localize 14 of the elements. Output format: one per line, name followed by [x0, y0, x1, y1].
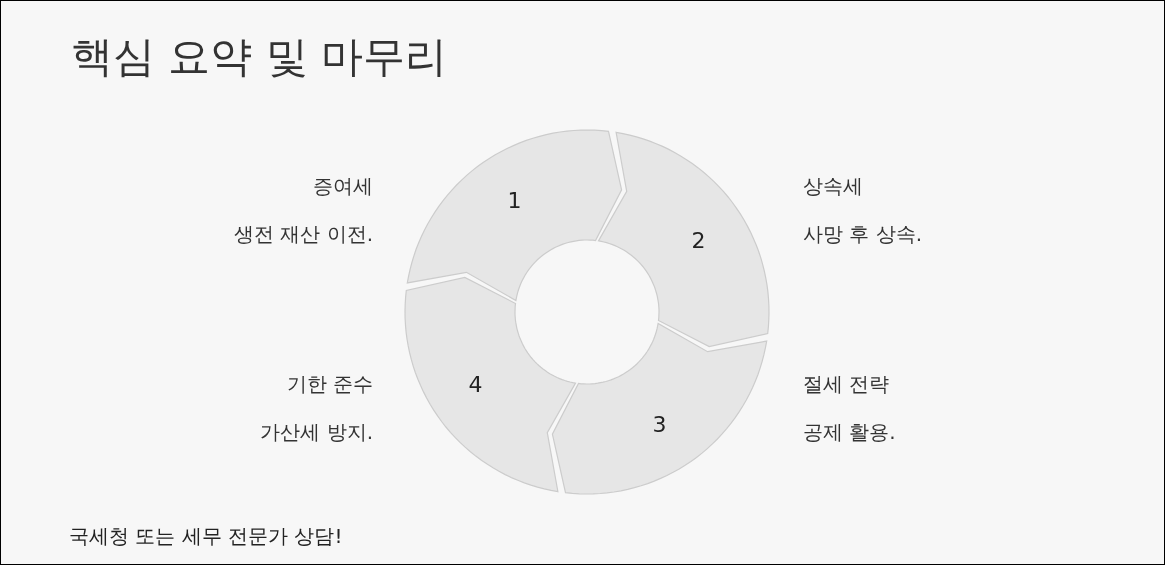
- step-title: 절세 전략: [803, 371, 890, 398]
- step-title: 기한 준수: [286, 371, 373, 398]
- step-description: 사망 후 상속.: [803, 221, 923, 248]
- title: 핵심 요약 및 마무리: [71, 31, 448, 83]
- step-title: 증여세: [313, 173, 373, 200]
- step-description: 생전 재산 이전.: [233, 221, 373, 248]
- step-number: 2: [691, 227, 706, 253]
- step-number: 4: [468, 371, 483, 397]
- step-description: 가산세 방지.: [260, 419, 373, 446]
- step-title: 상속세: [803, 173, 863, 200]
- step-number: 3: [652, 411, 667, 437]
- step-description: 공제 활용.: [803, 419, 896, 446]
- step-number: 1: [507, 187, 522, 213]
- footer-note: 국세청 또는 세무 전문가 상담!: [69, 523, 343, 550]
